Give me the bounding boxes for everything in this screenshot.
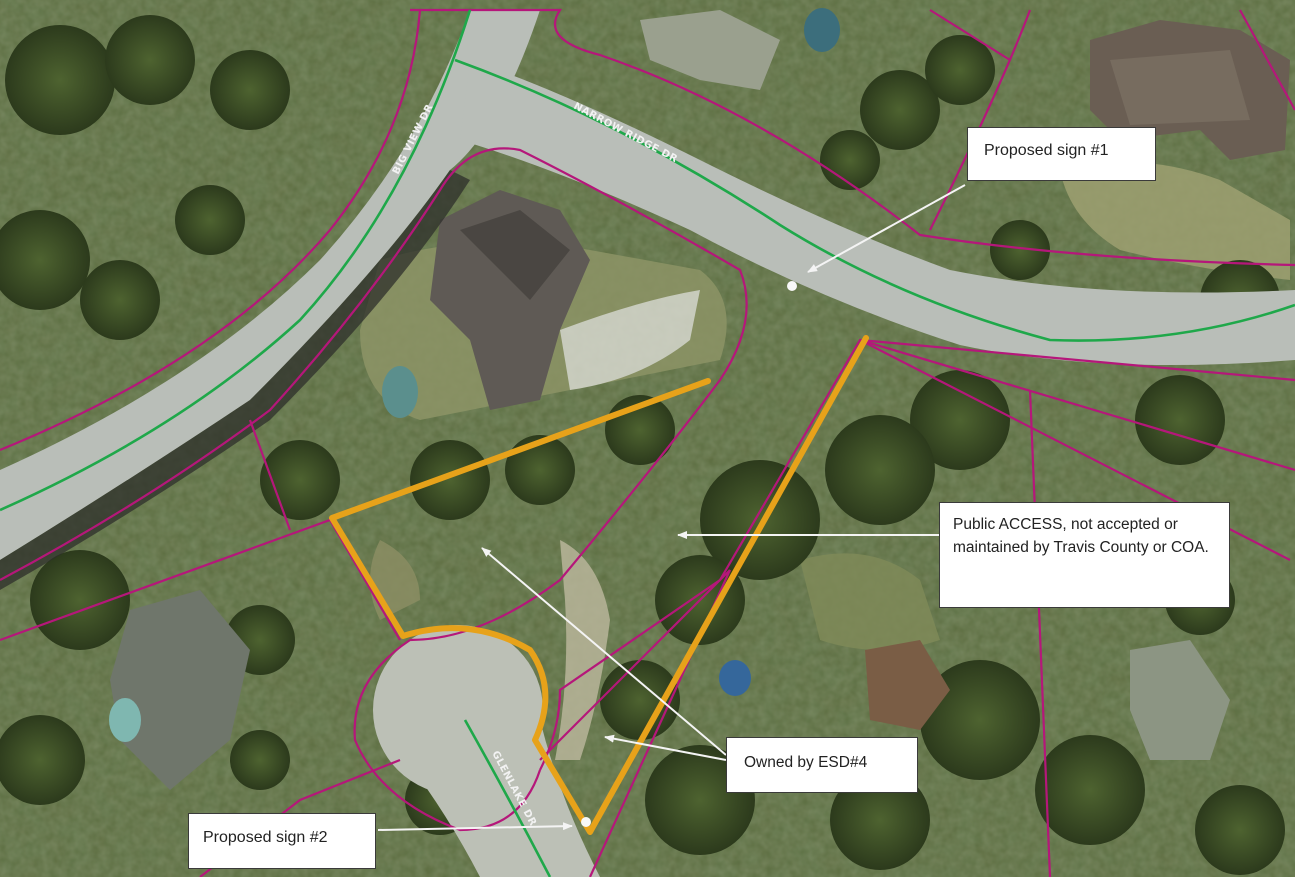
arrow-sign1 xyxy=(807,184,966,273)
arrow-sign2 xyxy=(377,822,573,831)
callout-owned-text: Owned by ESD#4 xyxy=(744,754,868,771)
callout-sign2: Proposed sign #2 xyxy=(188,813,376,869)
arrow-owned-1 xyxy=(481,547,727,756)
callout-public-access: Public ACCESS, not accepted or maintaine… xyxy=(939,502,1230,608)
row-lines xyxy=(0,9,1295,877)
callout-arrows xyxy=(377,184,966,831)
big-view-road xyxy=(0,10,540,560)
narrow-ridge-road xyxy=(460,60,1295,365)
esd-parcel-boundary xyxy=(329,335,869,835)
callout-sign2-text: Proposed sign #2 xyxy=(203,829,328,846)
callout-owned-esd4: Owned by ESD#4 xyxy=(726,737,918,793)
arrow-owned-2 xyxy=(604,734,727,761)
callout-public-access-text: Public ACCESS, not accepted or maintaine… xyxy=(953,516,1209,556)
houses xyxy=(109,8,1290,790)
sign1-marker xyxy=(787,281,797,291)
callout-sign1-text: Proposed sign #1 xyxy=(984,142,1109,159)
tree-clumps xyxy=(0,15,1285,875)
sign2-marker xyxy=(581,817,591,827)
callout-sign1: Proposed sign #1 xyxy=(967,127,1156,181)
